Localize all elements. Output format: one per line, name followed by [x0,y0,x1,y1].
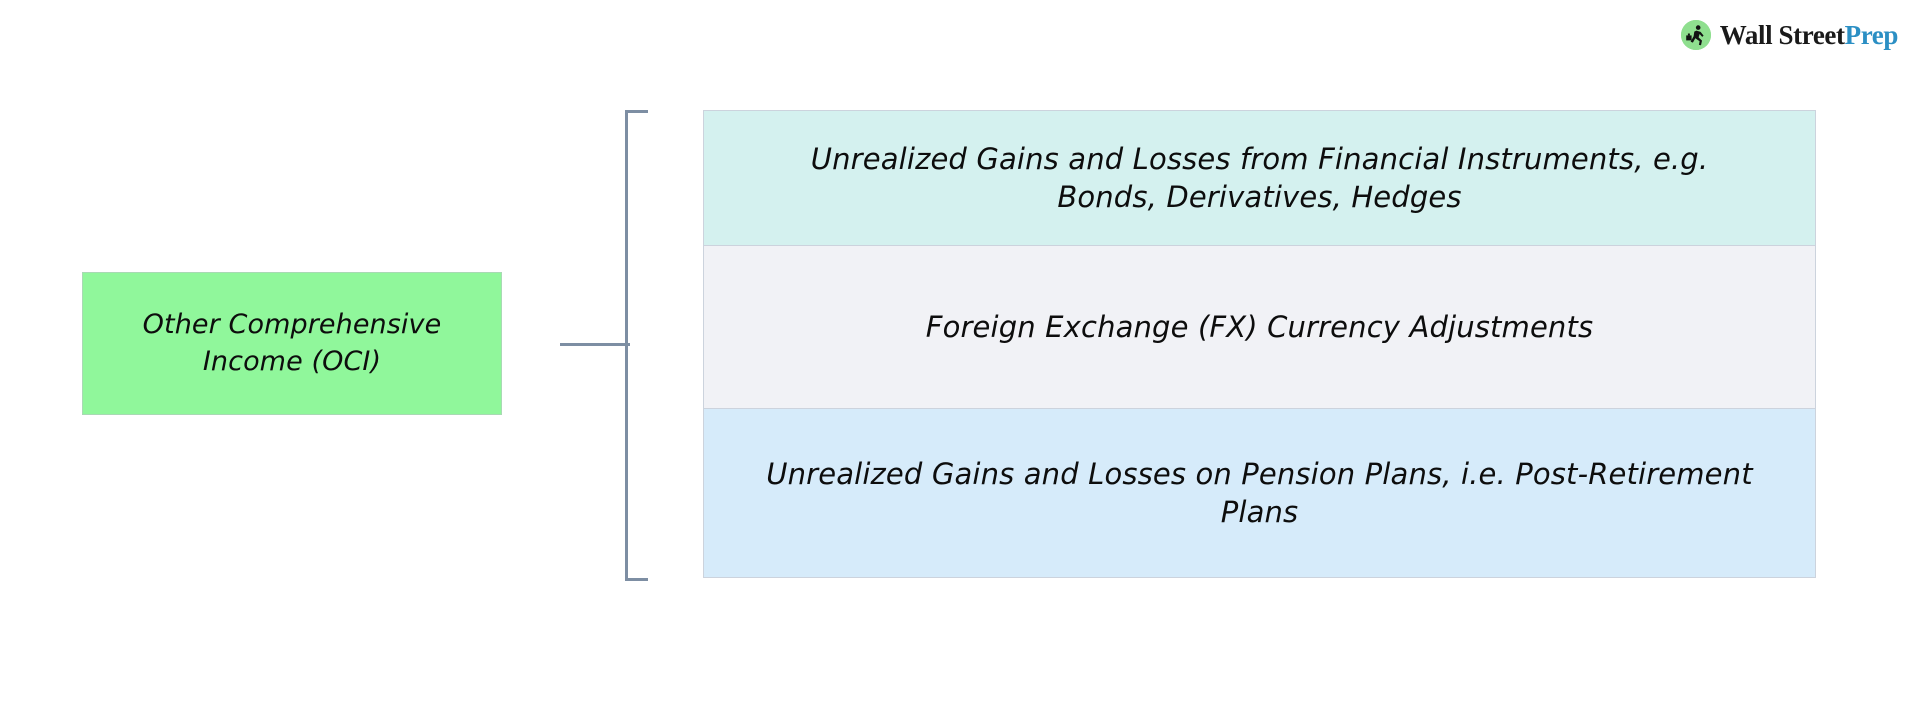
oci-components-stack: Unrealized Gains and Losses from Financi… [703,110,1816,578]
oci-component-label-pension-plans: Unrealized Gains and Losses on Pension P… [766,456,1753,529]
bracket-vertical-spine [625,110,628,581]
oci-source-box: Other Comprehensive Income (OCI) [82,272,502,415]
oci-component-row-financial-instruments: Unrealized Gains and Losses from Financi… [703,110,1816,245]
wsp-running-person-briefcase-logo-icon [1680,20,1711,50]
brand-wordmark: Wall StreetPrep [1719,19,1899,50]
brand-name-accent: Prep [1844,19,1899,50]
connector-horizontal-line [560,343,630,346]
brand-logo: Wall StreetPrep [1680,16,1899,54]
brand-name-primary: Wall Street [1719,19,1845,50]
oci-source-label: Other Comprehensive Income (OCI) [143,307,442,379]
bracket-arm-bottom [625,578,648,581]
oci-component-label-financial-instruments: Unrealized Gains and Losses from Financi… [810,141,1709,214]
oci-source-label-line2: Income (OCI) [202,345,382,377]
oci-component-row-fx-adjustments: Foreign Exchange (FX) Currency Adjustmen… [703,245,1816,408]
oci-component-label-fx-adjustments: Foreign Exchange (FX) Currency Adjustmen… [925,309,1594,344]
oci-source-label-line1: Other Comprehensive [142,309,442,341]
oci-component-row-pension-plans: Unrealized Gains and Losses on Pension P… [703,408,1816,578]
bracket-arm-top [625,110,648,113]
